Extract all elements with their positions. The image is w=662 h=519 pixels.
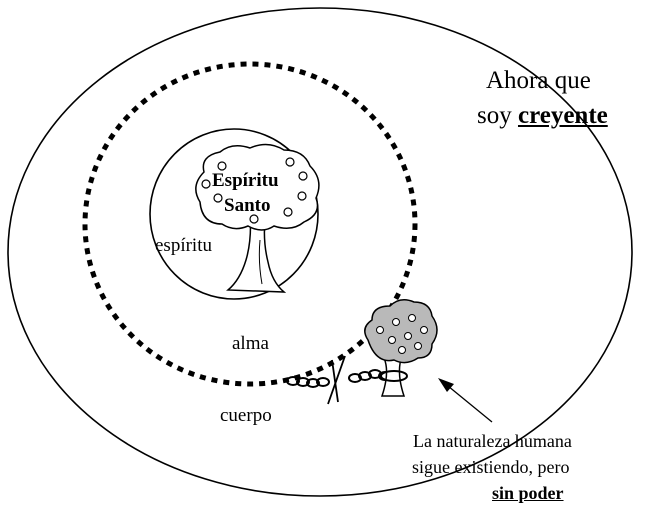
chained-tree-icon <box>364 299 438 397</box>
heading-line-2: soy creyente <box>477 103 608 128</box>
body-circle <box>7 7 633 497</box>
spirit-label: espíritu <box>155 235 212 256</box>
heading-prefix: soy <box>477 102 518 129</box>
caption-line-1: La naturaleza humana <box>413 431 572 451</box>
tree-label-line-1: Espíritu <box>212 170 279 191</box>
tree-label-line-2: Santo <box>224 195 271 216</box>
heading-emphasis: creyente <box>517 102 608 129</box>
spirit-circle <box>149 128 319 300</box>
heading-line-1: Ahora que <box>486 67 591 94</box>
caption-line-3: sin poder <box>492 483 564 503</box>
body-label: cuerpo <box>220 405 272 426</box>
arrow-icon <box>438 378 493 423</box>
tree-icon <box>195 143 320 293</box>
chain-icon <box>286 355 392 405</box>
caption-line-2: sigue existiendo, pero <box>412 457 570 477</box>
soul-circle <box>82 61 418 387</box>
soul-label: alma <box>232 333 269 354</box>
